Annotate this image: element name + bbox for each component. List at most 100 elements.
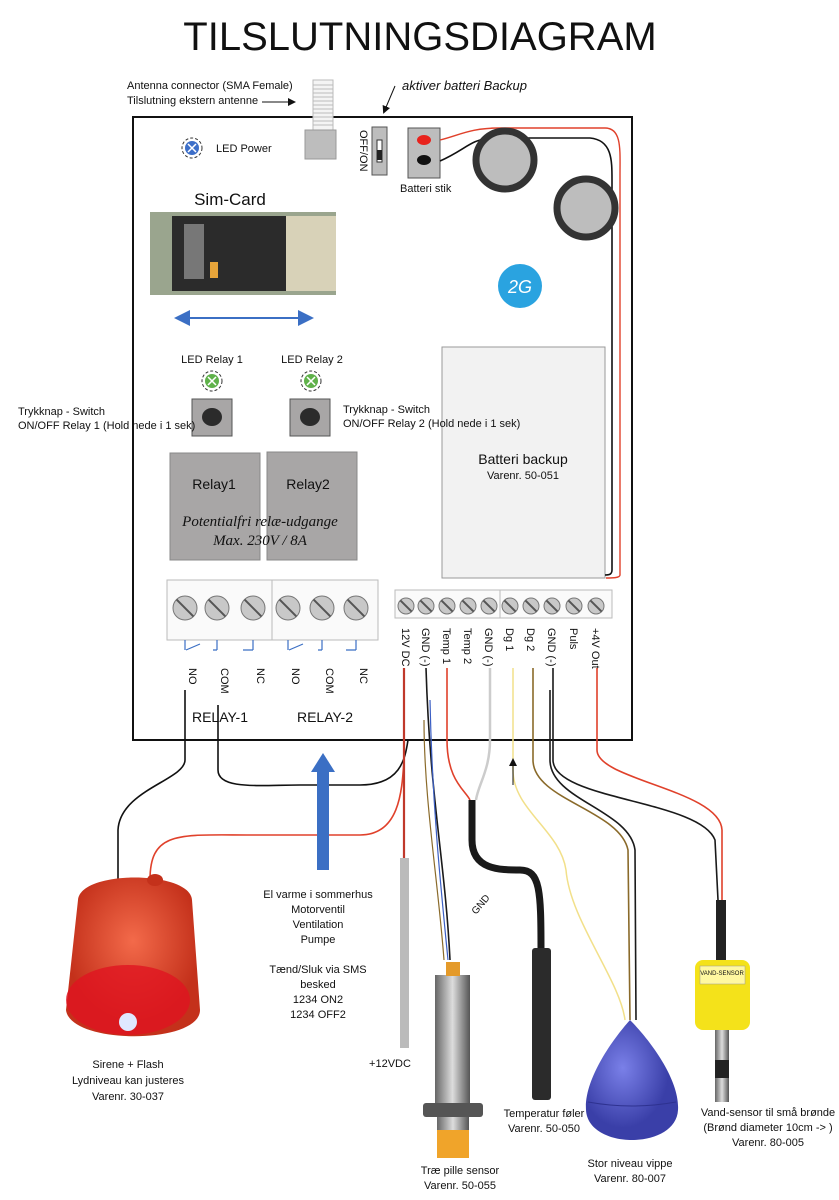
relay1-box [169, 452, 261, 561]
power-cable [400, 858, 409, 1048]
button2-label-1: Trykknap - Switch [343, 404, 430, 416]
battery-switch-label: aktiver batteri Backup [402, 78, 527, 93]
terminal-screw[interactable] [309, 595, 335, 621]
wire-temp1 [446, 668, 471, 801]
siren-image [66, 874, 200, 1037]
battery-switch[interactable] [371, 126, 388, 176]
relay2-use-line: Ventilation [293, 919, 344, 931]
led-power-icon [181, 137, 203, 159]
wire-gnd1c [423, 719, 445, 961]
wire-dg1 [512, 668, 626, 1021]
io-terminal-label: Temp 2 [461, 628, 473, 664]
siren-label-1: Sirene + Flash [92, 1059, 163, 1071]
io-terminal-label: GND (-) [482, 628, 494, 667]
siren-label-2: Lydniveau kan justeres [72, 1075, 185, 1087]
relay2-button[interactable] [289, 398, 331, 437]
terminal-screw[interactable] [565, 597, 583, 615]
relay1-label: Relay1 [192, 476, 236, 492]
sim-card-label: Sim-Card [194, 190, 266, 209]
wire-relay1-no [117, 690, 186, 880]
relay2-output-arrow [311, 753, 335, 870]
power-in-label: +12VDC [369, 1058, 411, 1070]
terminal-screw[interactable] [480, 597, 498, 615]
relay2-uses-text: El varme i sommerhusMotorventilVentilati… [263, 889, 373, 1021]
relay1-group-label: RELAY-1 [192, 709, 248, 725]
sim-card-slot[interactable] [150, 212, 336, 295]
wire-dg2 [532, 668, 631, 1021]
io-terminal-label: Dg 1 [503, 628, 515, 651]
wire-gnd1b [429, 699, 449, 961]
relay-terminal-label: NC [357, 668, 369, 684]
relay2-use-line: Motorventil [291, 904, 345, 916]
io-terminal-label: +4V Out [589, 628, 601, 669]
wire-4v [596, 668, 723, 900]
relay1-button[interactable] [191, 398, 233, 437]
io-terminal-label: 12V DC [399, 628, 411, 667]
wire-relay1-com [217, 705, 409, 787]
led-relay1-icon [201, 370, 223, 392]
wire-gnd3 [552, 668, 719, 901]
led-power-label: LED Power [216, 143, 272, 155]
relay-terminal-label: NO [186, 668, 198, 685]
water-sensor-image: VAND-SENSOR [695, 900, 750, 1102]
relay-terminal-label: NO [289, 668, 301, 685]
terminal-screw[interactable] [543, 597, 561, 615]
terminal-screw[interactable] [397, 597, 415, 615]
led-relay1-label: LED Relay 1 [181, 354, 243, 366]
switch-text: OFF/ON [357, 130, 369, 172]
relay2-use-line: Pumpe [301, 934, 336, 946]
terminal-screw[interactable] [501, 597, 519, 615]
relay-terminal-label: NC [254, 668, 266, 684]
float-switch-image [585, 1020, 679, 1140]
battery-backup-box [441, 346, 606, 579]
siren-label-3: Varenr. 30-037 [92, 1091, 164, 1103]
temp-sensor-label-2: Varenr. 50-050 [508, 1123, 580, 1135]
gnd-wire-label: GND [470, 893, 493, 917]
battery-wire-black [439, 137, 613, 576]
terminal-screw[interactable] [275, 595, 301, 621]
temperature-probe-image [532, 948, 551, 1100]
relay2-use-line: 1234 OFF2 [290, 1009, 346, 1021]
relay2-label: Relay2 [286, 476, 330, 492]
terminal-screw[interactable] [587, 597, 605, 615]
battery-plug-label: Batteri stik [400, 183, 452, 195]
relay-note-1: Potentialfri relæ-udgange [181, 514, 338, 530]
water-sensor-label-2: (Brønd diameter 10cm -> ) [703, 1122, 832, 1134]
terminal-screw[interactable] [172, 595, 198, 621]
io-terminal-label: GND (-) [545, 628, 557, 667]
terminal-screw[interactable] [522, 597, 540, 615]
relay-note-2: Max. 230V / 8A [212, 533, 308, 549]
svg-text:2G: 2G [507, 277, 532, 297]
button1-label-1: Trykknap - Switch [18, 406, 105, 418]
relay2-box [266, 451, 358, 561]
water-sensor-label-3: Varenr. 80-005 [732, 1137, 804, 1149]
water-sensor-label-1: Vand-sensor til små brønde [701, 1107, 835, 1119]
led-relay2-label: LED Relay 2 [281, 354, 343, 366]
led-relay2-icon [300, 370, 322, 392]
relay2-use-line: Tænd/Sluk via SMS [269, 964, 366, 976]
temp-sensor-label-1: Temperatur føler [504, 1108, 585, 1120]
wire-temp2 [474, 668, 492, 801]
io-terminal-label: GND (-) [419, 628, 431, 667]
battery-plug [407, 127, 441, 179]
relay-terminal-block [166, 579, 379, 641]
terminal-screw[interactable] [343, 595, 369, 621]
terminal-screw[interactable] [459, 597, 477, 615]
relay2-group-label: RELAY-2 [297, 709, 353, 725]
antenna-label-2: Tilslutning ekstern antenne [127, 95, 258, 107]
io-terminal-label: Temp 1 [440, 628, 452, 664]
terminal-screw[interactable] [417, 597, 435, 615]
speaker-icon [553, 175, 619, 241]
terminal-screw[interactable] [204, 595, 230, 621]
wood-sensor-label-1: Træ pille sensor [421, 1165, 500, 1177]
wood-sensor-label-2: Varenr. 50-055 [424, 1180, 496, 1192]
button1-label-2: ON/OFF Relay 1 (Hold nede i 1 sek) [18, 420, 195, 432]
io-terminal-label: Puls [567, 628, 579, 650]
network-2g-badge: 2G [498, 264, 542, 308]
terminal-screw[interactable] [240, 595, 266, 621]
terminal-screw[interactable] [438, 597, 456, 615]
relay-terminal-label: COM [218, 668, 230, 694]
wire-gnd3b [549, 690, 637, 1021]
battery-backup-item: Varenr. 50-051 [487, 470, 559, 482]
